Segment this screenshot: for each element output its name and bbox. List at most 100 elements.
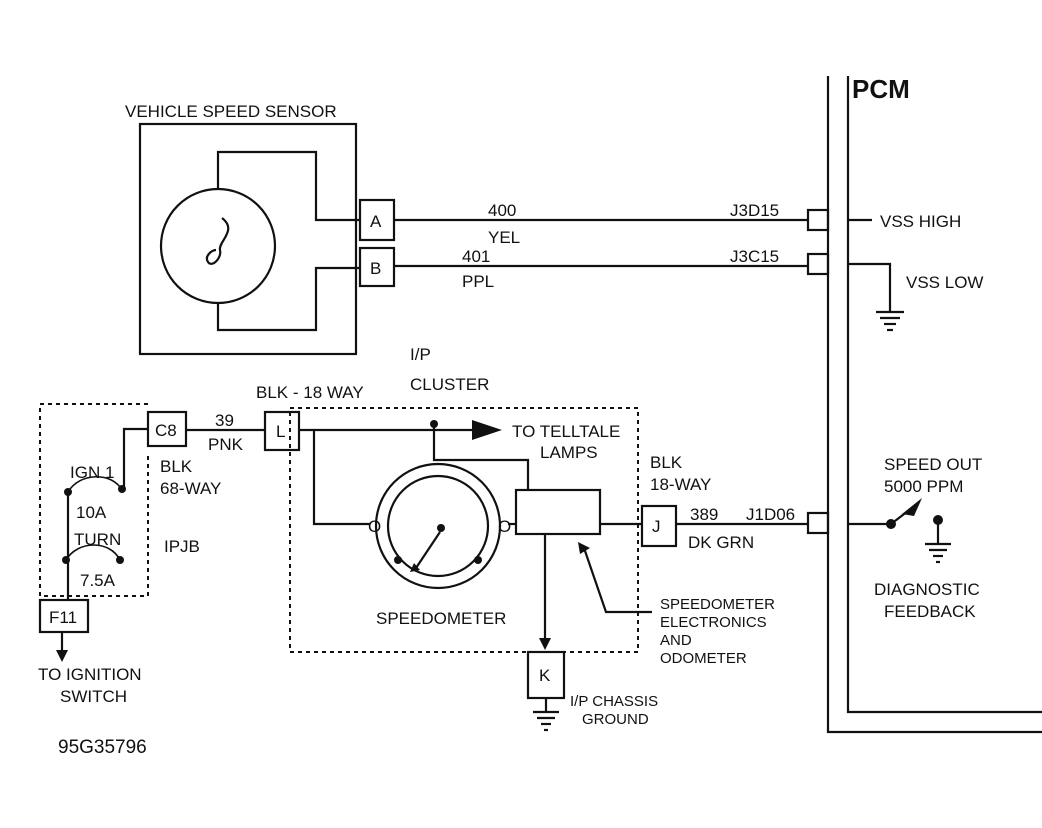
dial-mark-left (394, 556, 402, 564)
connector-l: BLK - 18 WAY L (256, 383, 364, 452)
switch-ground-icon (925, 542, 951, 564)
connector-j: BLK 18-WAY J (640, 453, 711, 548)
vss-high-label: VSS HIGH (880, 212, 961, 231)
fuse-ign1-label: IGN 1 (70, 463, 114, 482)
connector-c8-label: C8 (155, 421, 177, 440)
pcm-inner-edge (846, 76, 1042, 714)
sine-icon (205, 217, 230, 265)
fuse-turn-icon (65, 544, 121, 561)
electronics-label-2: ELECTRONICS (660, 614, 767, 631)
speedometer-electronics-box (514, 488, 602, 536)
arrow-right-icon (472, 420, 502, 440)
sensor-lead-bottom (216, 266, 360, 332)
telltale-label-1: TO TELLTALE (512, 422, 620, 441)
speedometer-feed (312, 430, 370, 526)
connector-j-label: J (652, 517, 661, 536)
cluster-title-2: CLUSTER (410, 375, 489, 394)
sensor-housing (138, 122, 358, 356)
connector-c8-desc-1: BLK (160, 457, 193, 476)
wire-389-color: DK GRN (688, 533, 754, 552)
vss-low-label: VSS LOW (906, 273, 983, 292)
wire-401-circuit: 401 (462, 247, 490, 266)
electronics-label-4: ODOMETER (660, 650, 747, 667)
needle-hub (437, 524, 445, 532)
wire-400-color: YEL (488, 228, 520, 247)
figure-id: 95G35796 (58, 737, 147, 758)
arrow-down-icon (56, 650, 68, 662)
wire-389-terminal: J1D06 (746, 505, 795, 524)
ipjb: C8 BLK 68-WAY IPJB IGN 1 10A TURN 7.5A F… (38, 403, 221, 706)
fuse-turn-rating: 7.5A (80, 571, 116, 590)
needle-tip-icon (410, 563, 420, 572)
wire-401-color: PPL (462, 272, 494, 291)
speedometer-needle-icon (415, 531, 441, 569)
sensor-title: VEHICLE SPEED SENSOR (125, 102, 337, 121)
vehicle-speed-sensor: VEHICLE SPEED SENSOR A B (125, 102, 396, 356)
speedometer-dial (386, 474, 490, 578)
ground-arrow-icon (539, 638, 551, 650)
ip-cluster: I/P CLUSTER TO TELLTALE LAMPS O O SPEEDO… (289, 345, 652, 653)
ipjb-feed (122, 427, 148, 489)
wire-389: 389 DK GRN J1D06 (676, 505, 808, 552)
fuse-turn-terminal-left (62, 556, 70, 564)
connector-k-desc-1: I/P CHASSIS (570, 693, 658, 710)
speed-out-line-2: 5000 PPM (884, 477, 963, 496)
speedometer-outer-ring (374, 462, 502, 590)
wire-400-terminal: J3D15 (730, 201, 779, 220)
connector-l-label: L (276, 422, 285, 441)
pcm-pin-vss-high (806, 208, 830, 232)
connector-k: K I/P CHASSIS GROUND (526, 650, 658, 732)
speedometer-terminal-right: O (498, 517, 511, 536)
vss-low-lead (848, 262, 892, 312)
connector-j-box (640, 504, 678, 548)
telltale-label-2: LAMPS (540, 443, 598, 462)
fuse-f11-box (38, 598, 90, 634)
fuse-turn-label: TURN (74, 530, 121, 549)
electronics-callout (582, 547, 652, 614)
sensor-coil-circle (159, 187, 277, 305)
pcm-pin-speed-out (806, 511, 830, 535)
connector-c8-desc-2: 68-WAY (160, 479, 221, 498)
connector-k-label: K (539, 666, 551, 685)
connector-j-desc-2: 18-WAY (650, 475, 711, 494)
to-ignition-line-2: SWITCH (60, 687, 127, 706)
pcm-pin-vss-low (806, 252, 830, 276)
wire-401-terminal: J3C15 (730, 247, 779, 266)
dial-mark-right (474, 556, 482, 564)
wire-39-circuit: 39 (215, 411, 234, 430)
diagnostic-line-1: DIAGNOSTIC (874, 580, 980, 599)
connector-k-desc-2: GROUND (582, 711, 649, 728)
sensor-pin-b-label: B (370, 259, 381, 278)
speed-out-switch: SPEED OUT 5000 PPM DIAGNOSTIC FEEDBACK (874, 455, 982, 621)
diagnostic-line-2: FEEDBACK (884, 602, 976, 621)
fuse-ign1-icon (67, 476, 123, 493)
ipjb-boundary (39, 403, 149, 597)
sensor-pin-a-label: A (370, 212, 382, 231)
fuse-ign1-terminal-right (118, 485, 126, 493)
wire-401: 401 PPL J3C15 (394, 247, 808, 291)
connector-l-desc: BLK - 18 WAY (256, 383, 364, 402)
chassis-ground-icon (533, 710, 559, 732)
pcm-title: PCM (852, 74, 910, 104)
electronics-feed (432, 424, 530, 490)
wire-400: 400 YEL J3D15 (394, 201, 808, 247)
switch-arrow-icon (902, 498, 922, 516)
fuse-f11-label: F11 (49, 608, 77, 627)
fuse-ign1-rating: 10A (76, 503, 107, 522)
ipjb-label: IPJB (164, 537, 200, 556)
wire-39: 39 PNK (186, 411, 265, 454)
wire-400-circuit: 400 (488, 201, 516, 220)
wire-39-color: PNK (208, 435, 244, 454)
speedometer-label: SPEEDOMETER (376, 609, 506, 628)
pcm-module: PCM VSS HIGH VSS LOW (806, 74, 1042, 734)
cluster-title-1: I/P (410, 345, 431, 364)
vss-low-ground-icon (876, 310, 904, 332)
to-ignition-line-1: TO IGNITION (38, 665, 142, 684)
connector-j-desc-1: BLK (650, 453, 683, 472)
sensor-lead-top (216, 150, 360, 222)
fuse-turn-terminal-right (116, 556, 124, 564)
speedometer-terminal-left: O (368, 517, 381, 536)
callout-arrow-icon (578, 542, 590, 554)
